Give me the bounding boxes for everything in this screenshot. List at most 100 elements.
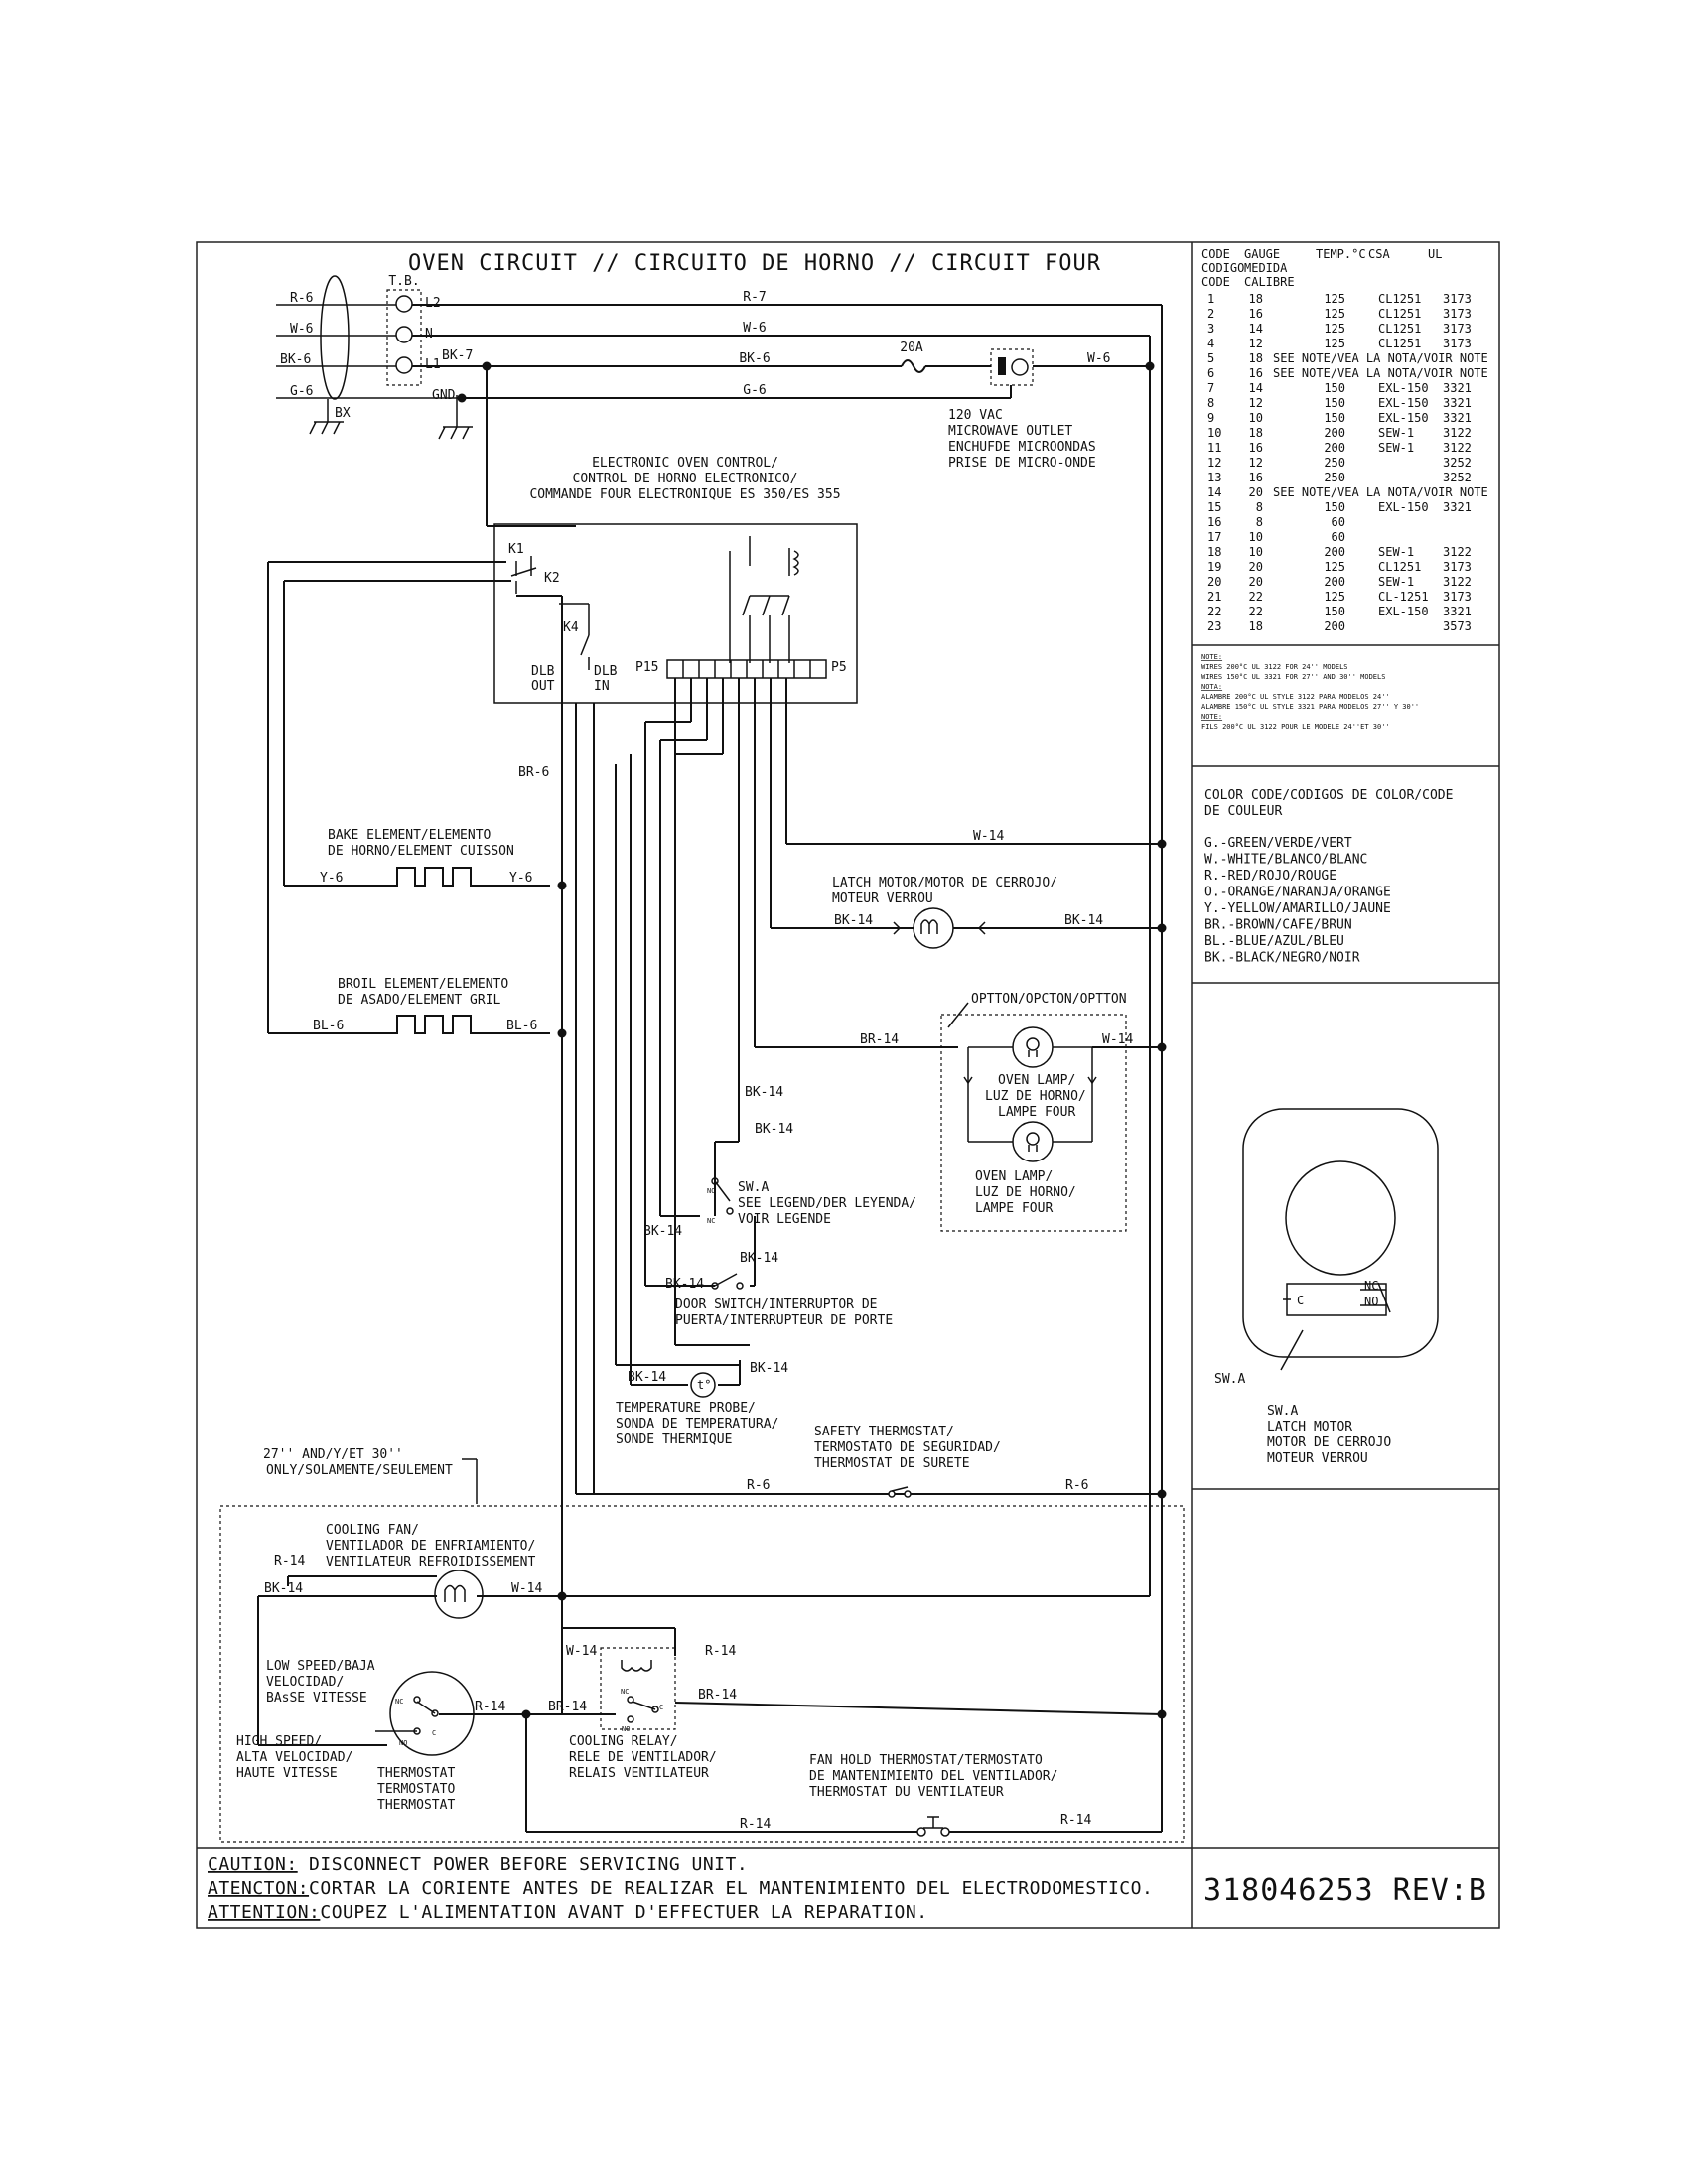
gauge-table-cell: 18 [1249,426,1263,440]
gauge-table-cell: EXL-150 [1378,381,1429,395]
caution-key-es: ATENCTON: [208,1878,309,1899]
main-bus-wires [412,304,1163,1714]
wire-bl6-left: BL-6 [313,1019,344,1033]
gauge-table-cell: 12 [1249,337,1263,350]
color-code-item: W.-WHITE/BLANCO/BLANC [1204,853,1367,868]
cooling-fan-motor [434,1570,484,1619]
latch-motor-label-1: LATCH MOTOR/MOTOR DE CERROJO/ [832,876,1057,890]
gauge-table-cell: 125 [1324,307,1345,321]
gauge-table-cell: 150 [1324,500,1345,514]
wire-br14-relay-right: BR-14 [698,1688,737,1703]
safety-thermostat-label-1: SAFETY THERMOSTAT/ [814,1425,954,1439]
terminal-block-label: T.B. [388,274,419,289]
gauge-table-cell: 16 [1249,441,1263,455]
gauge-table-cell: 150 [1324,411,1345,425]
gauge-table-cell: 12 [1249,396,1263,410]
cooling-relay-label-1: COOLING RELAY/ [569,1734,678,1749]
wire-note-line: NOTA: [1201,683,1222,691]
gauge-table-cell: 3122 [1443,441,1472,455]
legend-text-1: SW.A [1267,1404,1298,1419]
incoming-wires [276,304,457,399]
door-switch [711,1273,744,1290]
switch-swa [711,1142,734,1215]
gauge-table-cell: 18 [1249,292,1263,306]
gauge-table-cell: 10 [1249,530,1263,544]
gauge-table-cell: 16 [1249,307,1263,321]
gauge-table-cell: 1 [1207,292,1214,306]
wire-bk6-label: BK-6 [739,351,770,366]
caution-key-en: CAUTION: [208,1854,298,1875]
gauge-table-cell: 8 [1207,396,1214,410]
wire-r14-fanhold-right: R-14 [1060,1813,1091,1828]
low-speed-label-3: BAsSE VITESSE [266,1691,367,1706]
gauge-table-cell: 14 [1207,485,1221,499]
diagram-title: OVEN CIRCUIT // CIRCUITO DE HORNO // CIR… [408,251,1101,276]
gauge-table-cell: 13 [1207,471,1221,484]
gauge-table-cell: 15 [1207,500,1221,514]
wire-note-line: NOTE: [1201,713,1222,721]
gauge-table-cell: 200 [1324,575,1345,589]
color-code-item: Y.-YELLOW/AMARILLO/JAUNE [1204,901,1391,916]
gauge-table-cell: 3122 [1443,545,1472,559]
wire-r14-fanhold-left: R-14 [740,1817,771,1832]
outlet-label-3: ENCHUFDE MICROONDAS [948,440,1096,455]
latch-motor-symbol [893,907,986,949]
color-code-item: R.-RED/ROJO/ROUGE [1204,869,1336,884]
gauge-table-cell: 150 [1324,605,1345,618]
color-code-item: BL.-BLUE/AZUL/BLEU [1204,934,1344,949]
safety-thermostat-label-3: THERMOSTAT DE SURETE [814,1456,970,1471]
gauge-table-cell: 20 [1249,485,1263,499]
fan-motor-thermostat-symbol [375,1671,475,1756]
gauge-table-cell: 16 [1207,515,1221,529]
gauge-table-cell: 200 [1324,619,1345,633]
oven-lamp-2-label-1: OVEN LAMP/ [975,1169,1053,1184]
gauge-table-cell: 16 [1249,471,1263,484]
terminal-gnd: GND [432,388,456,403]
gauge-table-cell: 12 [1249,456,1263,470]
probe-label-1: TEMPERATURE PROBE/ [616,1401,756,1416]
relay-no-label: NO [622,1725,630,1733]
gauge-table-cell: 3321 [1443,396,1472,410]
wire-bk7-label: BK-7 [442,348,473,363]
ground-symbol-gnd [438,395,473,440]
cooling-wiring [257,1519,1163,1833]
svg-text:ATTENTION:COUPEZ L'ALIMENTATIO: ATTENTION:COUPEZ L'ALIMENTATION AVANT D'… [208,1902,928,1923]
safety-thermostat-label-2: TERMOSTATO DE SEGURIDAD/ [814,1440,1001,1455]
part-number: 318046253 REV:B [1203,1873,1487,1908]
broil-element-label-1: BROIL ELEMENT/ELEMENTO [338,977,508,992]
wire-note-line: ALAMBRE 200°C UL STYLE 3122 PARA MODELOS… [1201,693,1390,701]
gauge-table-cell: 11 [1207,441,1221,455]
gauge-table-cell: SEW-1 [1378,545,1414,559]
gauge-table-cell: CL1251 [1378,307,1421,321]
fan-hold-thermostat-symbol [916,1816,950,1837]
wire-bk14-probe-right: BK-14 [750,1361,788,1376]
gauge-table-cell: 7 [1207,381,1214,395]
gauge-table-cell: 60 [1332,515,1345,529]
gauge-table-cell: 125 [1324,590,1345,604]
gauge-table-cell: 16 [1249,366,1263,380]
oven-lamp-2-label-3: LAMPE FOUR [975,1201,1053,1216]
latch-motor-label-2: MOTEUR VERROU [832,891,933,906]
gauge-table-cell: 22 [1249,590,1263,604]
gauge-table-cell: 3321 [1443,500,1472,514]
gauge-table-cell: 3173 [1443,560,1472,574]
oven-lamp-2-label-2: LUZ DE HORNO/ [975,1185,1076,1200]
wire-r14-speed: R-14 [475,1700,505,1714]
bake-element-label-2: DE HORNO/ELEMENT CUISSON [328,844,514,859]
fan-c-label: C [432,1729,436,1737]
outlet-label-4: PRISE DE MICRO-ONDE [948,456,1096,471]
wire-notes: NOTE:WIRES 200°C UL 3122 FOR 24'' MODELS… [1201,653,1419,731]
gauge-table-cell: 200 [1324,441,1345,455]
gauge-table-cell: EXL-150 [1378,411,1429,425]
caution-text-fr: COUPEZ L'ALIMENTATION AVANT D'EFFECTUER … [320,1902,927,1923]
gauge-table-header-cell: TEMP.°C [1316,247,1366,261]
wire-r6-safety-left: R-6 [747,1478,770,1493]
wire-w6-outlet-label: W-6 [1087,351,1110,366]
wire-bk14-swa-3: BK-14 [643,1224,682,1239]
ground-symbol-left [309,399,344,435]
wire-br14-relay-left: BR-14 [548,1700,587,1714]
gauge-table-cell: 10 [1249,411,1263,425]
gauge-table-cell: 6 [1207,366,1214,380]
wire-w14-label: W-14 [973,829,1004,844]
gauge-table-cell: 3173 [1443,590,1472,604]
